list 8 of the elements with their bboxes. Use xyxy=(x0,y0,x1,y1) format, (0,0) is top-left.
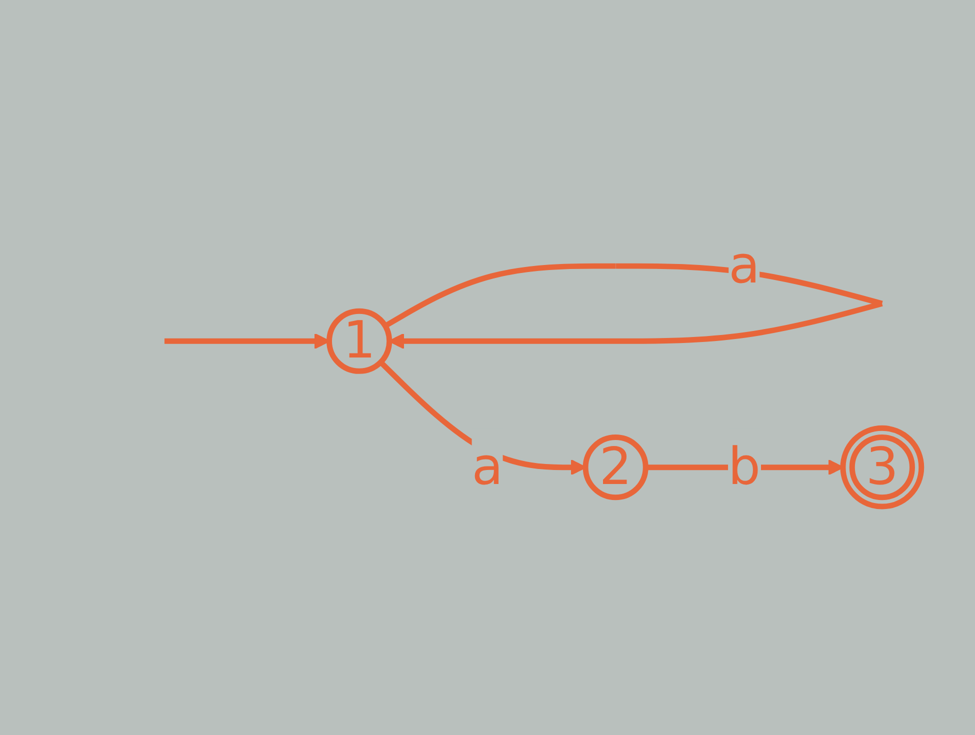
edge-label: a xyxy=(471,436,503,498)
edge-label: b xyxy=(728,436,760,498)
arrow xyxy=(383,264,882,350)
node-circle: 1 xyxy=(326,308,392,374)
edge-label: a xyxy=(728,235,760,296)
arrow xyxy=(164,334,330,350)
node-circle: 2 xyxy=(582,434,648,501)
node-circle: 3 xyxy=(840,426,924,510)
